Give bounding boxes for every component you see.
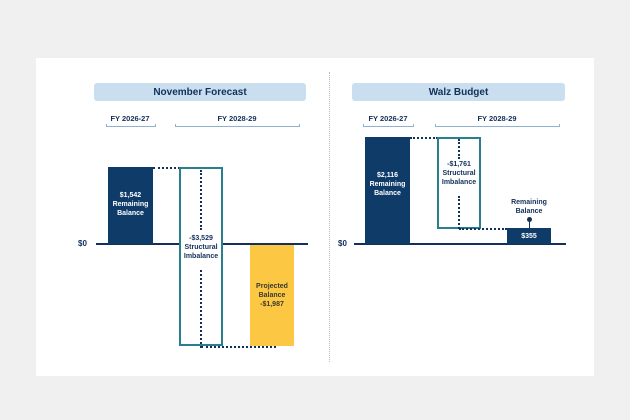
connector-line <box>459 228 507 230</box>
zero-axis-label: $0 <box>338 239 347 248</box>
bar-value: -$1,987 <box>260 301 284 308</box>
connector-line <box>201 346 276 348</box>
connector-line <box>153 167 180 169</box>
bar-label: Structural <box>184 244 218 251</box>
period-label: FY 2028-29 <box>217 114 257 123</box>
bar-remaining-balance-small: $355 <box>507 228 551 244</box>
bar-value: -$3,529 <box>189 235 213 242</box>
connector-line <box>200 170 202 230</box>
bar-remaining-balance: $2,116 Remaining Balance <box>365 137 410 244</box>
bar-label: Remaining <box>112 201 149 208</box>
panel-divider <box>329 72 330 362</box>
bar-label: Imbalance <box>441 179 477 186</box>
bar-label-group: -$3,529 Structural Imbalance <box>181 234 221 261</box>
bar-label: Remaining <box>369 181 406 188</box>
panel-title: Walz Budget <box>352 83 565 101</box>
bar-label: Structural <box>442 170 476 177</box>
pin-stem <box>529 221 530 228</box>
period-bracket <box>175 124 300 127</box>
pin-marker-icon <box>527 217 532 222</box>
bar-label: Balance <box>258 292 286 299</box>
period-label: FY 2028-29 <box>477 114 517 123</box>
bar-value: $1,542 <box>119 192 142 199</box>
bar-label: Balance <box>374 190 401 197</box>
bar-label-group: Remaining Balance <box>501 198 557 216</box>
connector-line <box>200 270 202 348</box>
bar-projected-balance: Projected Balance -$1,987 <box>250 245 294 346</box>
connector-line <box>458 139 460 159</box>
period-bracket <box>106 124 156 127</box>
zero-line <box>354 243 566 245</box>
zero-axis-label: $0 <box>78 239 87 248</box>
panel-title: November Forecast <box>94 83 306 101</box>
period-label: FY 2026-27 <box>110 114 150 123</box>
period-bracket <box>363 124 414 127</box>
bar-value: $355 <box>521 233 537 240</box>
bar-remaining-balance: $1,542 Remaining Balance <box>108 167 153 244</box>
connector-line <box>410 137 438 139</box>
period-label: FY 2026-27 <box>368 114 408 123</box>
period-bracket <box>435 124 560 127</box>
bar-label: Projected <box>256 283 288 290</box>
bar-value: $2,116 <box>376 172 399 179</box>
bar-label: Imbalance <box>183 253 219 260</box>
bar-label: Balance <box>515 208 543 215</box>
connector-line <box>458 196 460 229</box>
bar-label: Balance <box>117 210 144 217</box>
bar-value: -$1,761 <box>447 161 471 168</box>
bar-label-group: -$1,761 Structural Imbalance <box>439 160 479 187</box>
bar-label: Remaining <box>511 199 547 206</box>
